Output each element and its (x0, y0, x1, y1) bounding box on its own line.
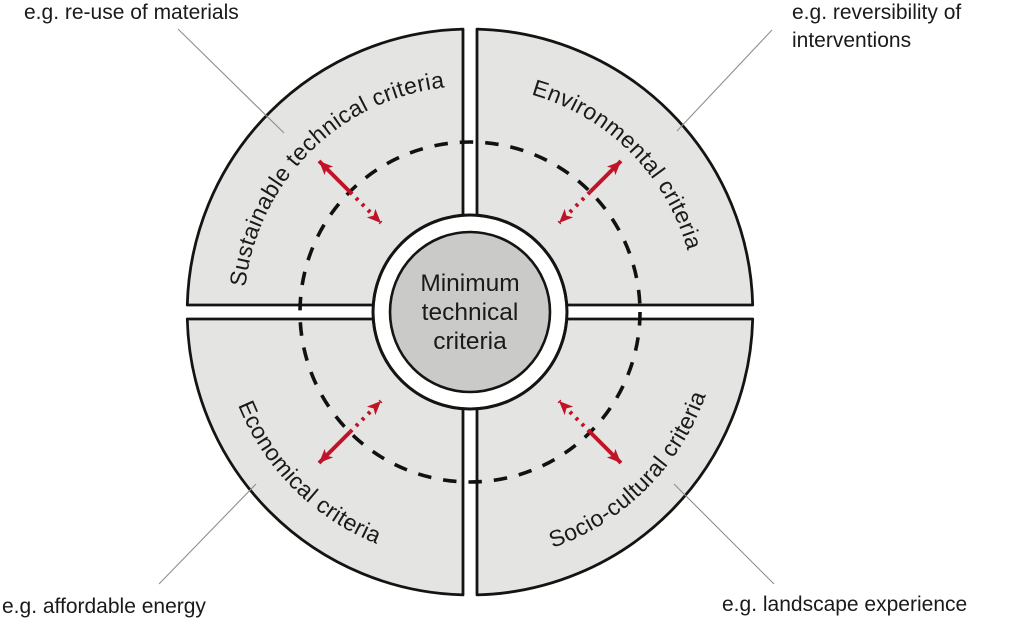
center-label-line1: Minimum (420, 270, 519, 297)
double-arrow-icon-bottom-left (317, 399, 383, 465)
center-circle-label: Minimum technical criteria (420, 270, 519, 355)
annotation-reversibility-line2: interventions (792, 29, 911, 52)
center-circle (388, 230, 552, 394)
center-label-line2: technical (422, 299, 519, 326)
annotation-reversibility: e.g. reversibility of interventions (792, 1, 961, 52)
leader-line-top-left (177, 28, 285, 134)
double-arrow-icon-top-left (317, 159, 383, 225)
leader-line-top-right (676, 29, 773, 132)
center-label-line3: criteria (433, 328, 507, 355)
leader-line-bottom-right (673, 483, 775, 585)
leader-line-bottom-left (158, 483, 257, 585)
annotation-affordable-energy: e.g. affordable energy (2, 595, 206, 618)
double-arrow-icon-top-right (557, 159, 623, 225)
annotation-landscape-experience: e.g. landscape experience (722, 593, 967, 616)
annotation-reuse-of-materials: e.g. re-use of materials (24, 1, 239, 24)
inner-ring-circle (371, 213, 569, 411)
dashed-circle (298, 140, 642, 484)
annotation-reversibility-line1: e.g. reversibility of (792, 1, 961, 24)
double-arrow-icon-bottom-right (557, 399, 623, 465)
